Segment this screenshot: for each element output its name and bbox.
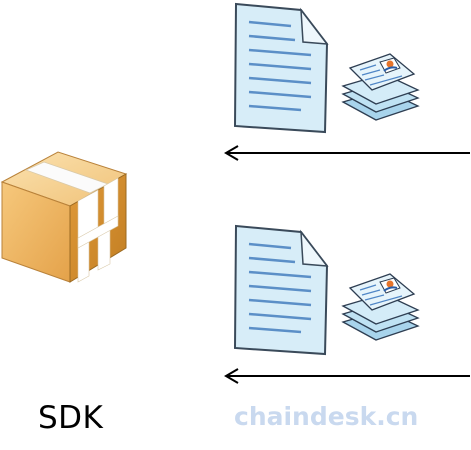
watermark: chaindesk.cn	[234, 402, 419, 431]
package-box-icon	[0, 151, 128, 283]
id-cards-stack-icon	[341, 53, 420, 121]
id-cards-stack-icon	[341, 273, 420, 341]
arrow-left-2	[224, 368, 470, 384]
sdk-label: SDK	[38, 400, 104, 436]
arrow-left-1	[224, 145, 470, 161]
document-icon	[233, 224, 329, 356]
document-icon	[233, 2, 329, 134]
